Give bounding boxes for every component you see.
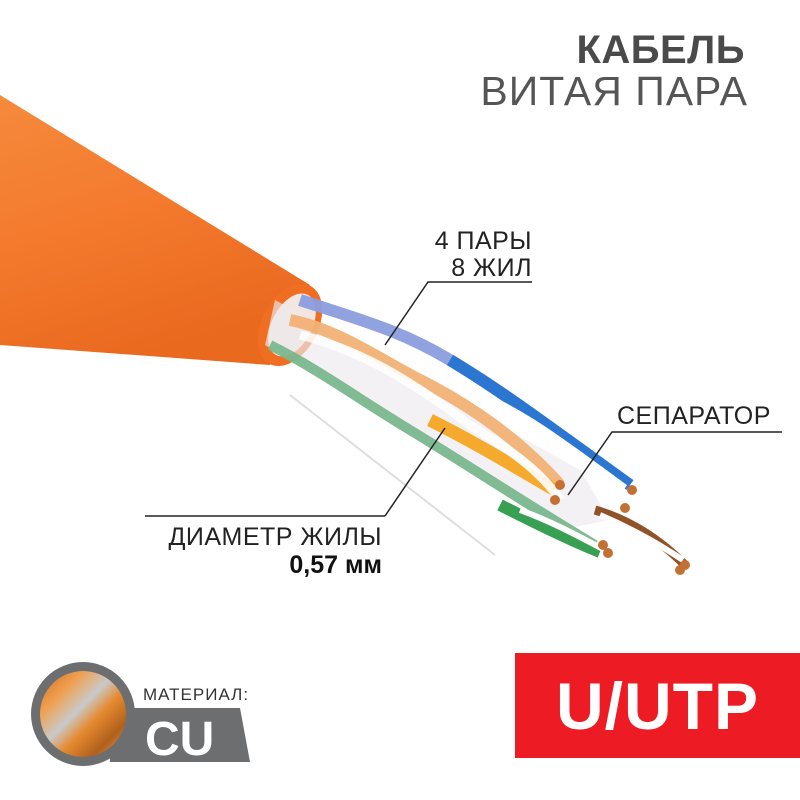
pairs-callout-line2: 8 ЖИЛ xyxy=(451,254,532,282)
page-title-line1: КАБЕЛЬ xyxy=(576,28,745,72)
pairs-callout-line1: 4 ПАРЫ xyxy=(434,227,532,255)
core-diameter-label: ДИАМЕТР ЖИЛЫ xyxy=(168,523,382,551)
wire-bundle xyxy=(265,294,690,575)
callout-lines xyxy=(145,281,782,517)
material-value: CU xyxy=(145,713,215,766)
separator-callout: СЕПАРАТОР xyxy=(617,402,771,430)
material-label: МАТЕРИАЛ: xyxy=(143,685,250,704)
core-diameter-value: 0,57 мм xyxy=(289,551,382,579)
page-title-line2: ВИТАЯ ПАРА xyxy=(480,68,748,114)
shield-type-badge: U/UTP xyxy=(515,653,800,758)
copper-wire-cross-section-icon xyxy=(31,662,250,766)
